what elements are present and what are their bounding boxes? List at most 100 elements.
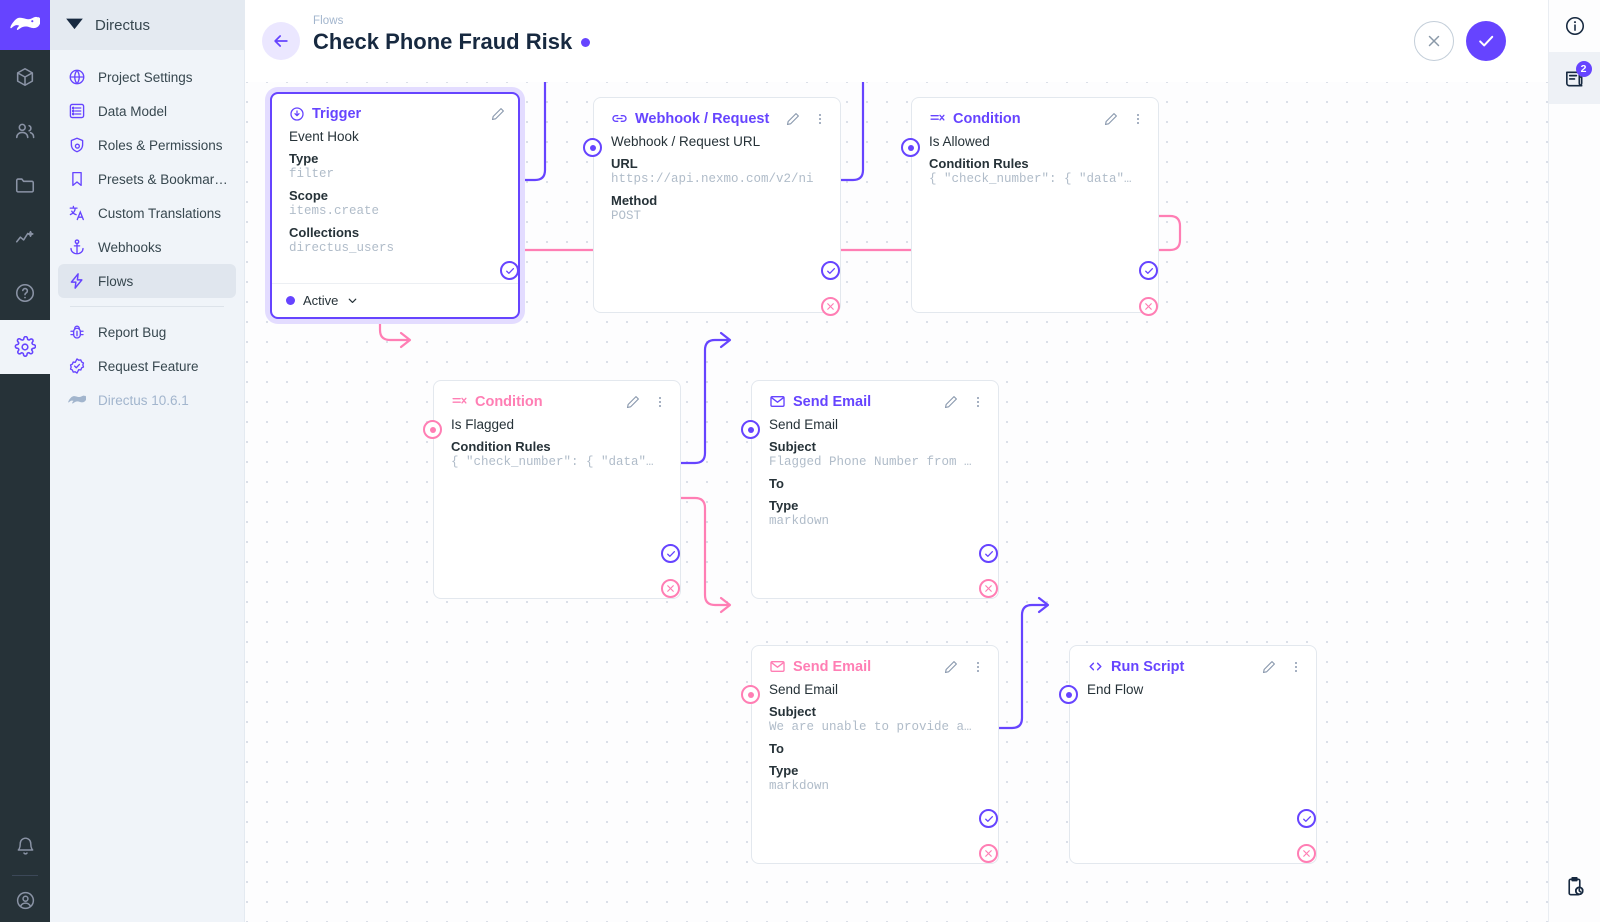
port-resolve-condition-flagged[interactable] [661,544,680,563]
rail-item-users[interactable] [0,104,50,158]
more-options-icon[interactable] [1126,111,1146,127]
port-input-send-email-unable[interactable] [741,685,760,704]
flow-canvas[interactable]: Trigger Event Hook Type filter Scope ite… [245,0,1548,922]
flow-node-run-script[interactable]: Run Script End Flow [1069,645,1317,864]
rail-item-account[interactable] [0,878,50,922]
node-header: Run Script [1070,646,1316,680]
node-header: Trigger [272,94,518,127]
port-reject-condition-flagged[interactable] [661,579,680,598]
port-reject-send-email-flagged[interactable] [979,579,998,598]
sidebar-detail-activity[interactable] [1549,860,1600,912]
field-key: Type [769,763,799,778]
sidebar-detail-info[interactable] [1549,0,1600,52]
port-resolve-webhook[interactable] [821,261,840,280]
flow-node-condition-allowed[interactable]: Condition Is Allowed Condition Rules { "… [911,97,1159,313]
port-dot [747,426,754,433]
port-resolve-run-script[interactable] [1297,809,1316,828]
sidebar-detail-logs[interactable]: 2 [1548,52,1600,104]
sidebar-item-webhooks[interactable]: Webhooks [58,230,236,264]
node-type-label: Condition [953,110,1021,127]
condition-icon [451,393,468,410]
cancel-button[interactable] [1414,21,1454,61]
port-resolve-trigger[interactable] [500,261,519,280]
breadcrumb[interactable]: Flows [313,15,344,27]
port-input-run-script[interactable] [1059,685,1078,704]
flow-node-send-email-unable[interactable]: Send Email Send Email Subject We are una… [751,645,999,864]
rail-item-docs[interactable] [0,266,50,320]
list-box-icon [68,102,86,120]
field-value: We are unable to provide a… [769,720,972,734]
flow-node-condition-flagged[interactable]: Condition Is Flagged Condition Rules { "… [433,380,681,599]
sidebar-item-request-feature[interactable]: Request Feature [58,349,236,383]
edit-pencil-icon[interactable] [939,394,959,410]
port-dot [747,691,754,698]
port-reject-send-email-unable[interactable] [979,844,998,863]
field-key: Type [289,151,319,166]
node-type-label: Send Email [793,393,872,410]
sidebar-item-flows[interactable]: Flows [58,264,236,298]
port-reject-webhook[interactable] [821,297,840,316]
edit-pencil-icon[interactable] [621,394,641,410]
module-rail [0,0,50,922]
rail-item-content[interactable] [0,50,50,104]
more-options-icon[interactable] [1284,659,1304,675]
port-resolve-send-email-unable[interactable] [979,809,998,828]
port-reject-condition-allowed[interactable] [1139,297,1158,316]
rail-item-notifications[interactable] [0,819,50,873]
node-name: Webhook / Request URL [611,134,761,149]
status-badge [581,37,591,47]
title-block: Flows Check Phone Fraud Risk [313,15,591,55]
sidebar-version: Directus 10.6.1 [58,383,236,417]
field-value: { "check_number": { "data"… [451,455,654,469]
port-input-condition-flagged[interactable] [423,420,442,439]
rail-item-settings[interactable] [0,320,50,374]
more-options-icon[interactable] [966,394,986,410]
flow-node-trigger[interactable]: Trigger Event Hook Type filter Scope ite… [270,92,520,319]
trigger-status-control[interactable]: Active [272,283,518,317]
sidebar-item-data-model[interactable]: Data Model [58,94,236,128]
edit-pencil-icon[interactable] [781,111,801,127]
node-header: Condition [912,98,1158,132]
port-input-send-email-flagged[interactable] [741,420,760,439]
sidebar-item-project-settings[interactable]: Project Settings [58,60,236,94]
node-name: End Flow [1087,682,1144,697]
flow-node-webhook[interactable]: Webhook / Request U Webhook / Request UR… [593,97,841,313]
directus-logo[interactable] [0,0,50,50]
port-input-condition-allowed[interactable] [901,138,920,157]
sidebar-item-label: Project Settings [98,69,193,85]
sidebar-item-report-bug[interactable]: Report Bug [58,315,236,349]
mail-icon [769,658,786,675]
status-label: Active [303,293,339,308]
back-button[interactable] [262,22,300,60]
edit-pencil-icon[interactable] [939,659,959,675]
port-resolve-send-email-flagged[interactable] [979,544,998,563]
port-reject-run-script[interactable] [1297,844,1316,863]
node-name: Send Email [769,417,839,432]
edit-pencil-icon[interactable] [1099,111,1119,127]
sidebar-item-custom-translations[interactable]: Custom Translations [58,196,236,230]
port-input-webhook[interactable] [583,138,602,157]
sidebar-item-roles-permissions[interactable]: Roles & Permissions [58,128,236,162]
edit-pencil-icon[interactable] [486,106,506,122]
node-body: Send Email Subject Flagged Phone Number … [752,415,998,598]
bookmark-icon [68,170,86,188]
rail-item-insights[interactable] [0,212,50,266]
save-button[interactable] [1466,21,1506,61]
rail-item-files[interactable] [0,158,50,212]
more-options-icon[interactable] [808,111,828,127]
flow-node-send-email-flagged[interactable]: Send Email Send Email Subject Flagged Ph… [751,380,999,599]
edit-pencil-icon[interactable] [1257,659,1277,675]
port-resolve-condition-allowed[interactable] [1139,261,1158,280]
chevron-down-icon[interactable] [346,294,359,307]
field-value: items.create [289,204,380,218]
node-type-label: Webhook / Request U [635,110,774,127]
more-options-icon[interactable] [648,394,668,410]
settings-sidebar: Directus Project Settings Data Model Rol… [50,0,245,922]
more-options-icon[interactable] [966,659,986,675]
trigger-icon [289,106,305,122]
sidebar-item-presets-bookmarks[interactable]: Presets & Bookmar… [58,162,236,196]
bug-icon [68,323,86,341]
sidebar-header: Directus [50,0,244,50]
sidebar-version-label: Directus 10.6.1 [98,392,189,408]
node-body: Is Flagged Condition Rules { "check_numb… [434,415,680,598]
